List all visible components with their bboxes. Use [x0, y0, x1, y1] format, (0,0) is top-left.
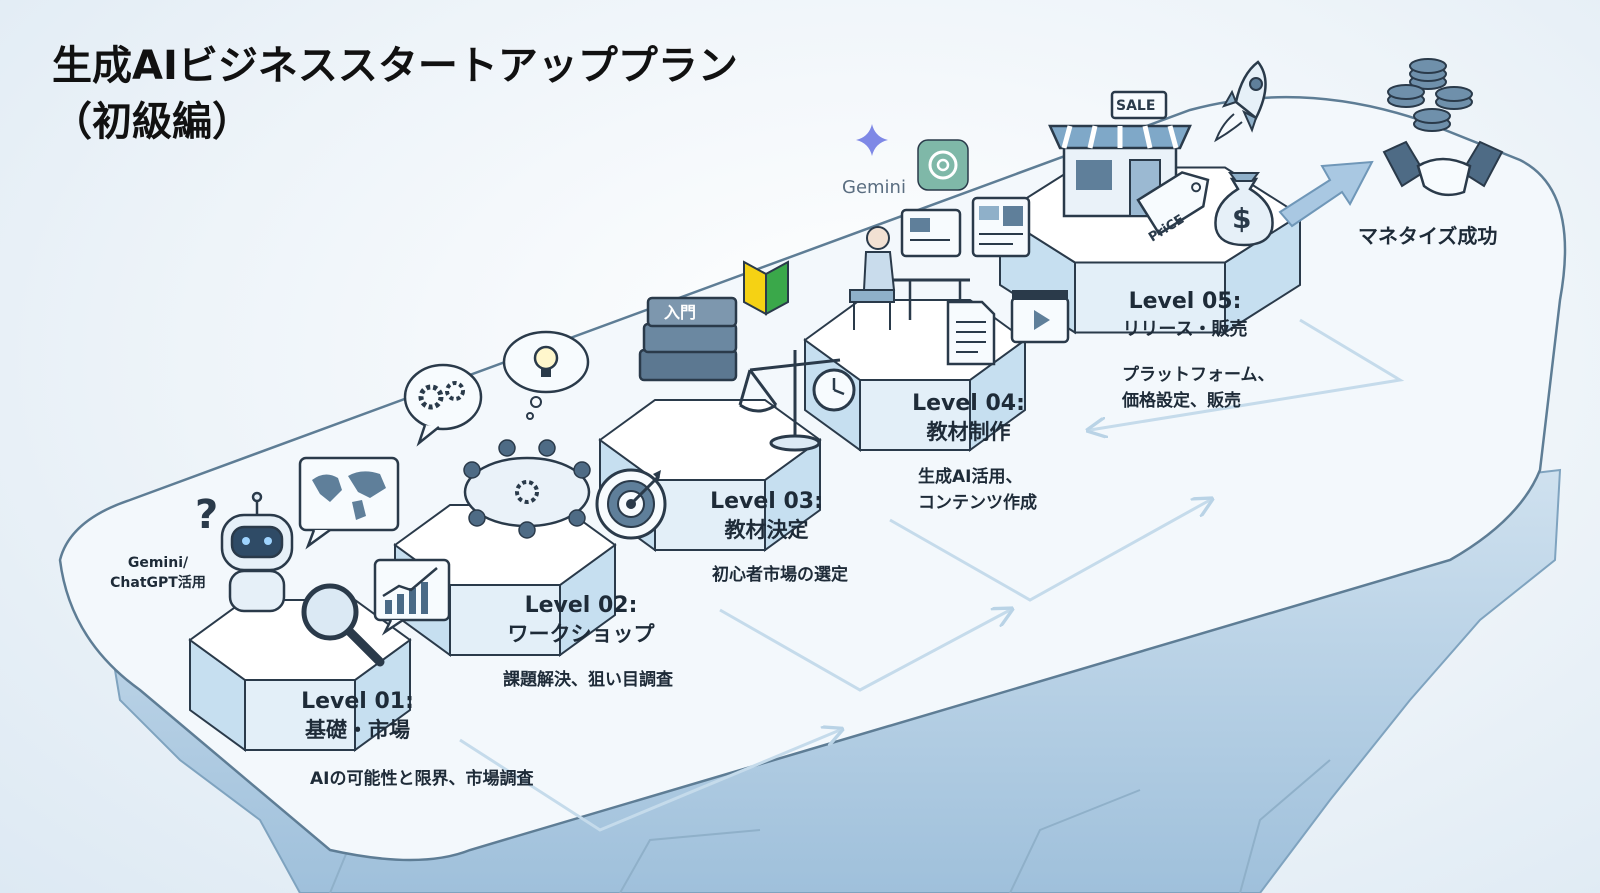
lightbulb-icon	[502, 330, 590, 420]
gemini-logo-text: Gemini	[842, 177, 906, 198]
handshake-icon	[1382, 140, 1504, 197]
step-description-4: 生成AI活用、 コンテンツ作成	[918, 467, 1037, 513]
rocket-icon	[1214, 60, 1267, 143]
world-map-icon	[298, 456, 400, 550]
books-icon	[638, 296, 738, 382]
price-tag-icon	[1136, 171, 1210, 236]
money-symbol: $	[1232, 202, 1251, 235]
gears-icon	[403, 363, 483, 447]
step-name: リリース・販売	[1122, 319, 1248, 340]
document-icon	[946, 300, 996, 366]
step-description-1: AIの可能性と限界、市場調査	[310, 769, 534, 789]
step-name: 教材決定	[724, 518, 809, 542]
page-title: 生成AIビジネススタートアッププラン （初級編）	[52, 38, 738, 150]
web-page-icon	[971, 196, 1031, 258]
arrow-icon	[1278, 160, 1374, 228]
step-label-1: Level 01: 基礎・市場	[285, 688, 430, 744]
step-level: Level 03:	[710, 489, 823, 514]
step-name: 基礎・市場	[305, 718, 410, 742]
step-level: Level 04:	[912, 391, 1025, 416]
clock-icon	[812, 368, 856, 412]
coins-icon	[1387, 58, 1473, 132]
beginner-mark-icon	[743, 260, 789, 316]
goal-label: マネタイズ成功	[1358, 224, 1498, 248]
robot-icon	[220, 491, 294, 613]
robot-note: Gemini/ ChatGPT活用	[110, 555, 206, 591]
money-bag-icon	[1214, 172, 1274, 247]
step-level: Level 01:	[301, 689, 414, 714]
step-label-4: Level 04: 教材制作	[906, 390, 1031, 446]
step-description-2: 課題解決、狙い目調査	[503, 670, 673, 690]
balance-scale-icon	[738, 350, 841, 452]
magnifier-icon	[301, 583, 385, 667]
person-at-computer-icon	[849, 208, 970, 330]
step-level: Level 05:	[1128, 289, 1242, 314]
path-arrows	[459, 318, 1405, 832]
step-description-5: プラットフォーム、 価格設定、販売	[1122, 365, 1275, 411]
question-mark-icon: ?	[195, 492, 218, 538]
store-sign: SALE	[1116, 98, 1155, 114]
step-label-2: Level 02: ワークショップ	[496, 592, 666, 648]
video-icon	[1010, 290, 1070, 344]
page-title-line2: （初級編）	[52, 99, 252, 145]
target-icon	[595, 468, 667, 540]
step-description-3: 初心者市場の選定	[712, 565, 848, 585]
gemini-icon	[856, 124, 888, 156]
step-level: Level 02:	[524, 593, 638, 618]
growth-chart-icon	[373, 558, 451, 636]
chatgpt-icon	[917, 139, 969, 191]
team-meeting-icon	[463, 439, 591, 539]
book-label: 入門	[664, 303, 696, 322]
page-title-line1: 生成AIビジネススタートアッププラン	[52, 43, 738, 89]
step-label-5: Level 05: リリース・販売	[1110, 288, 1260, 344]
step-name: ワークショップ	[507, 622, 655, 646]
step-label-3: Level 03: 教材決定	[704, 488, 829, 544]
step-name: 教材制作	[926, 420, 1011, 444]
